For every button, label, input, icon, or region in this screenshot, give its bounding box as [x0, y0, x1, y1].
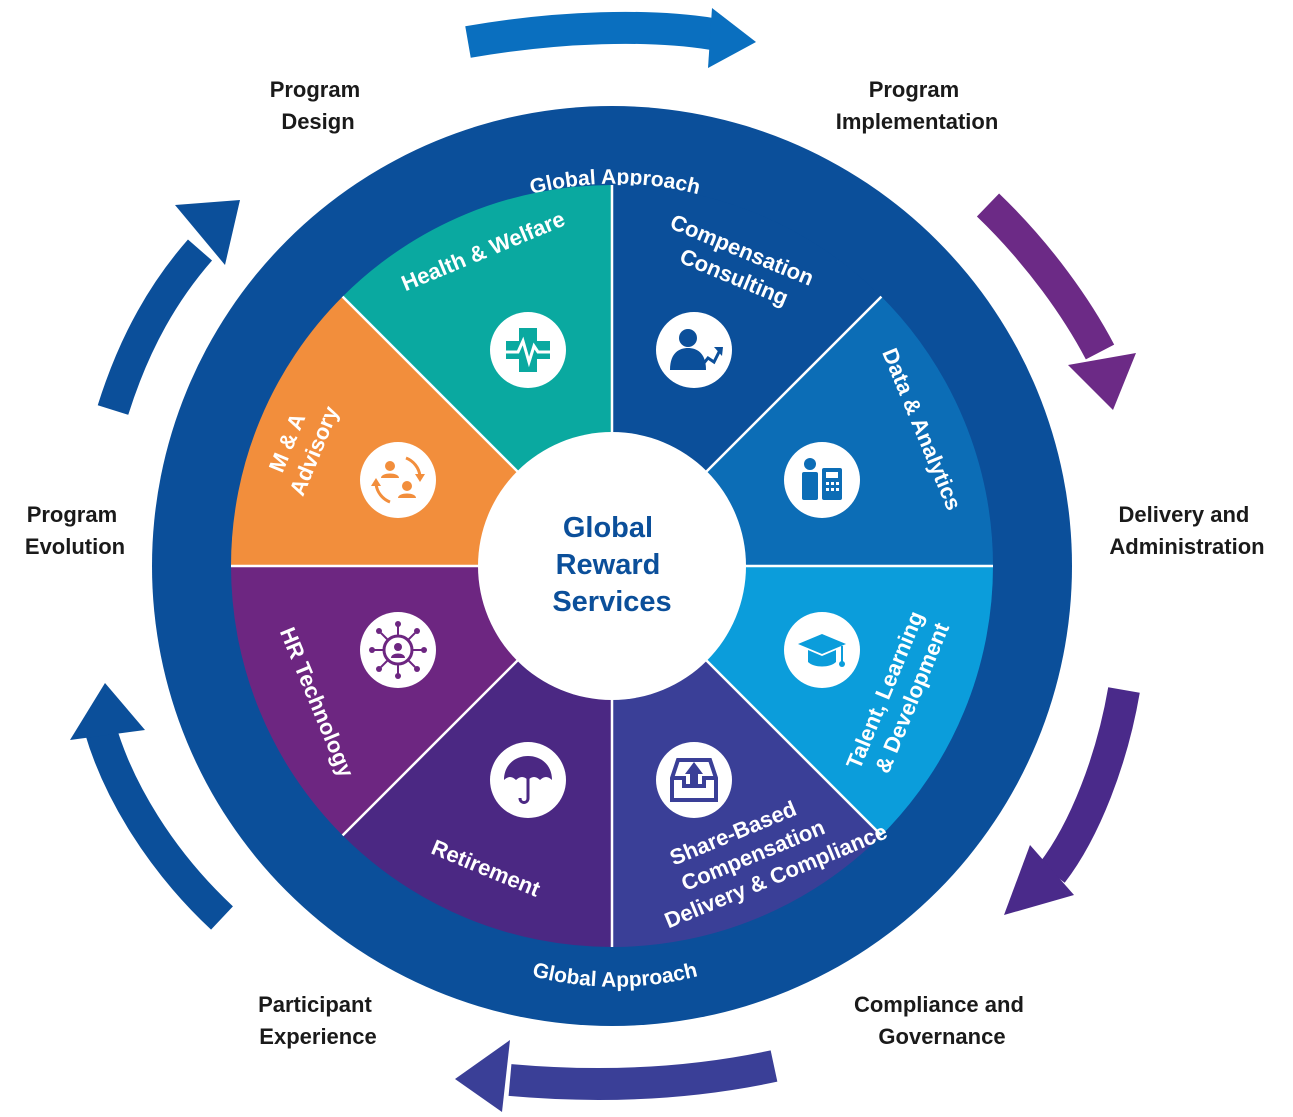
arrow-experience-to-evolution	[70, 683, 233, 930]
people-exchange-icon	[360, 442, 436, 518]
arrow-implementation-to-delivery	[976, 193, 1136, 410]
center-circle	[478, 432, 746, 700]
service-segments: Health & Welfare Compensation Consulting	[231, 185, 993, 947]
stage-label-compliance-governance: Compliance and Governance	[854, 992, 1030, 1049]
arrow-evolution-to-design	[97, 200, 240, 415]
stage-label-program-design: Program Design	[270, 77, 367, 134]
inbox-upload-icon	[656, 742, 732, 818]
center-title: Global Reward Services	[552, 512, 671, 618]
arrow-delivery-to-compliance	[1004, 687, 1140, 915]
arrow-design-to-implementation	[465, 8, 756, 68]
graduation-cap-icon	[784, 612, 860, 688]
network-people-icon	[360, 612, 436, 688]
stage-label-program-implementation: Program Implementation	[836, 77, 999, 134]
segment-label-share-based-compensation: Share-Based Compensation Delivery & Comp…	[639, 767, 890, 933]
stage-label-delivery-administration: Delivery and Administration	[1109, 502, 1264, 559]
cycle-arrows	[70, 8, 1140, 1112]
stage-label-program-evolution: Program Evolution	[25, 502, 125, 559]
person-calculator-icon	[784, 442, 860, 518]
umbrella-icon	[490, 742, 566, 818]
person-growth-chart-icon	[656, 312, 732, 388]
arrow-compliance-to-experience	[455, 1040, 778, 1112]
stage-label-participant-experience: Participant Experience	[258, 992, 378, 1049]
medical-cross-heartbeat-icon	[490, 312, 566, 388]
